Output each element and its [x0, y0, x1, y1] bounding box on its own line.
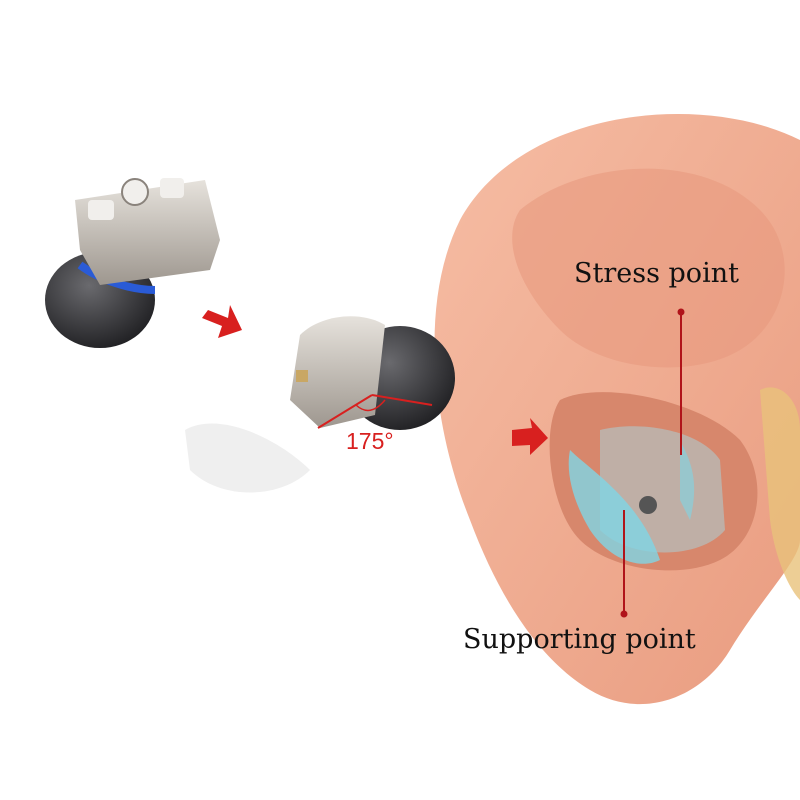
button-plus-icon: [160, 178, 184, 198]
arrow-icon: [202, 305, 242, 338]
earbud-side-view: [290, 316, 455, 430]
stress-point-label: Stress point: [574, 258, 739, 289]
earbud-in-ear: [568, 426, 725, 564]
supporting-highlight: [568, 450, 660, 564]
power-button-icon: [121, 178, 149, 206]
angle-label: 175°: [346, 428, 394, 454]
earbud-top-view: [45, 178, 220, 348]
supporting-point-label: Supporting point: [463, 624, 696, 655]
arrow-icon: [512, 418, 548, 455]
button-minus-icon: [88, 200, 114, 220]
ear-illustration: [434, 114, 800, 705]
stress-highlight: [680, 440, 695, 520]
feather-image: [185, 423, 310, 493]
